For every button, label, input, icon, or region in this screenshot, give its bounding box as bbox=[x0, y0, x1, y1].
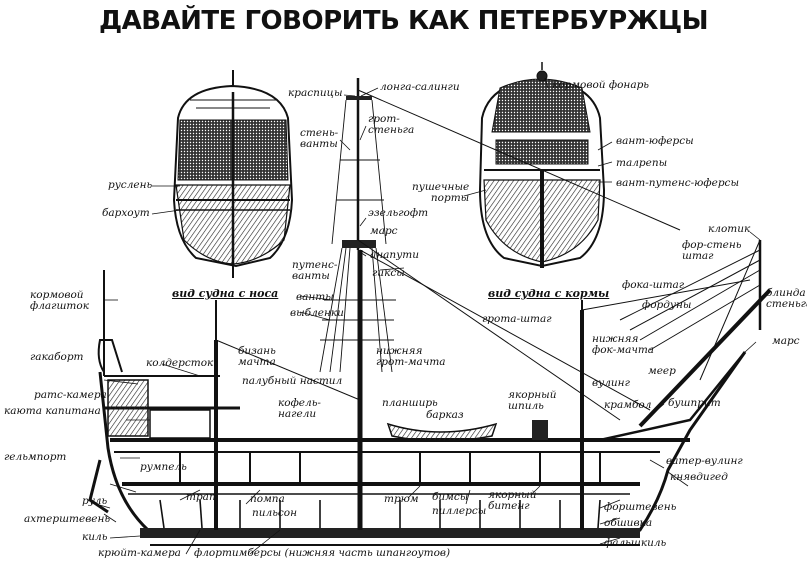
stern-view-drawing bbox=[478, 62, 606, 268]
label-giksy: гиксы bbox=[372, 267, 405, 279]
label-kolderstok: колдерсток bbox=[146, 357, 214, 369]
label-anaputi: анапути bbox=[370, 249, 420, 261]
label-falshkil: фальшкиль bbox=[604, 537, 667, 549]
label-yakorny-biteng: якорный битенг bbox=[488, 489, 537, 512]
label-vanty: ванты bbox=[296, 291, 334, 303]
label-tryum: трюм bbox=[384, 493, 419, 505]
label-blinda-stenga: блинда стеньга bbox=[766, 287, 807, 310]
label-kryuyt-kamera: крюйт-камера bbox=[98, 547, 181, 559]
label-yakorny-shpil: якорный шпиль bbox=[508, 389, 557, 412]
label-flortimbersy: флортимберсы (нижняя часть шпангоутов) bbox=[194, 547, 451, 559]
label-gakabort: гакаборт bbox=[30, 351, 84, 363]
label-talrepy: талрепы bbox=[616, 157, 668, 169]
label-rumpel: румпель bbox=[140, 461, 187, 473]
label-gelmport: гельмпорт bbox=[4, 451, 67, 463]
label-paluby-nastil: палубный настил bbox=[242, 375, 343, 387]
label-kofel-nageli: кофель- нагели bbox=[278, 397, 321, 420]
label-bimsy: бимсы bbox=[432, 491, 469, 503]
label-rats-kamera: ратс-камера bbox=[34, 389, 107, 401]
label-mer: меер bbox=[648, 365, 676, 377]
label-klotik: клотик bbox=[708, 223, 751, 235]
label-pushechnye-porty: пушечные порты bbox=[412, 181, 470, 204]
label-vant-yufersy: вант-юферсы bbox=[616, 135, 694, 147]
label-krambol: крамбол bbox=[604, 399, 652, 411]
label-vuling: вулинг bbox=[592, 377, 630, 389]
label-pillersy: пиллерсы bbox=[432, 505, 487, 517]
label-puttens-vanty: путенс- ванты bbox=[292, 259, 338, 282]
label-bizan-machta: бизань мачта bbox=[238, 345, 276, 368]
leader-lines bbox=[95, 77, 761, 555]
bow-view-caption: вид судна с носа bbox=[172, 287, 279, 300]
bow-view-drawing bbox=[172, 70, 294, 278]
label-kayuta-kapitana: каюта капитана bbox=[4, 405, 101, 417]
label-mars-mid: марс bbox=[370, 225, 398, 237]
label-sten-vanty: стень- ванты bbox=[300, 127, 339, 150]
label-nizhnyaya-fok-machta: нижняя фок-мачта bbox=[592, 333, 655, 356]
label-trap: трап bbox=[186, 491, 216, 503]
label-barkaz: барказ bbox=[426, 409, 464, 421]
label-grota-shtag: грота-штаг bbox=[482, 313, 552, 325]
label-kormovoy-flagshtok: кормовой флагшток bbox=[30, 289, 89, 312]
label-kormovoy-fonar: кормовой фонарь bbox=[552, 79, 650, 91]
ship-section-drawing bbox=[88, 78, 772, 546]
label-mars-right: марс bbox=[772, 335, 800, 347]
label-forduny: фордуны bbox=[642, 299, 692, 311]
label-ruslen: руслень bbox=[108, 179, 153, 191]
label-barkhout: бархоут bbox=[102, 207, 150, 219]
label-pompa: помпа bbox=[250, 493, 285, 505]
label-foka-shtag: фока-штаг bbox=[622, 279, 685, 291]
label-knyavdiged: княвдигед bbox=[670, 471, 728, 483]
label-akhterishteven: ахтерштевень bbox=[24, 513, 111, 525]
label-longa-salingi: лонга-салинги bbox=[380, 81, 460, 93]
label-pilson: пильсон bbox=[252, 507, 298, 519]
label-grot-stenga: грот- стеньга bbox=[368, 113, 415, 136]
stern-view-caption: вид судна с кормы bbox=[488, 287, 610, 300]
label-obshivka: обшивка bbox=[604, 517, 653, 529]
page-title: ДАВАЙТЕ ГОВОРИТЬ КАК ПЕТЕРБУРЖЦЫ bbox=[98, 6, 709, 36]
label-kil: киль bbox=[82, 531, 108, 543]
label-ezelgoft: эзельгофт bbox=[368, 207, 429, 219]
label-vater-vuling: ватер-вулинг bbox=[666, 455, 743, 467]
label-forshteven: форштевень bbox=[604, 501, 677, 513]
label-rul: руль bbox=[82, 495, 108, 507]
label-vyblenki: выбленки bbox=[290, 307, 344, 319]
label-vant-puttens-yufersy: вант-путенс-юферсы bbox=[616, 177, 739, 189]
label-bushprit: бушприт bbox=[668, 397, 721, 409]
label-for-sten-shtag: фор-стень штаг bbox=[682, 239, 742, 262]
label-planshir: планширь bbox=[382, 397, 438, 409]
label-krasnitsy: краспицы bbox=[288, 87, 343, 99]
label-nizhnyaya-grot-machta: нижняя грот-мачта bbox=[376, 345, 446, 368]
